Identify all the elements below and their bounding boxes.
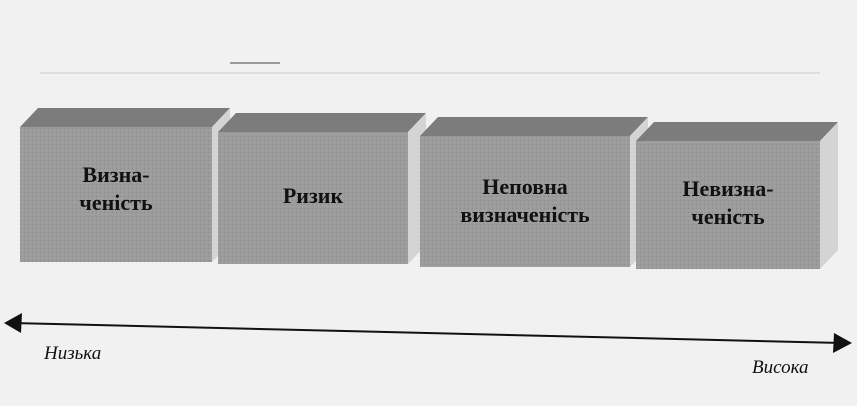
box-certainty-label: Визна- ченість bbox=[20, 161, 212, 217]
bleed-through-background bbox=[0, 0, 857, 80]
scale-arrow-left-head bbox=[4, 313, 22, 333]
box-certainty-top bbox=[20, 108, 230, 127]
box-risk-top bbox=[218, 113, 426, 132]
scale-arrow bbox=[4, 313, 852, 353]
box-partial-certainty-top bbox=[420, 117, 648, 136]
box-partial-certainty-front bbox=[420, 136, 630, 267]
box-certainty-front bbox=[20, 127, 212, 262]
box-partial-certainty-label-line1: Неповна bbox=[482, 174, 568, 199]
scale-arrow-right-head bbox=[833, 333, 852, 353]
box-uncertainty-side bbox=[820, 122, 838, 269]
box-uncertainty-front bbox=[636, 141, 820, 269]
box-uncertainty-top bbox=[636, 122, 838, 141]
scale-low-label: Низька bbox=[44, 343, 102, 364]
box-partial-certainty-label-line2: визначеність bbox=[460, 202, 590, 227]
box-certainty-label-line1: Визна- bbox=[82, 162, 150, 187]
box-partial-certainty-label: Неповна визначеність bbox=[420, 173, 630, 229]
box-uncertainty-label: Невизна- ченість bbox=[636, 175, 820, 231]
box-certainty-label-line2: ченість bbox=[79, 190, 153, 215]
box-risk-front bbox=[218, 132, 408, 264]
box-risk-label-line1: Ризик bbox=[282, 183, 344, 208]
box-certainty bbox=[20, 108, 230, 262]
box-risk-label: Ризик bbox=[218, 182, 408, 210]
box-uncertainty bbox=[636, 122, 838, 269]
box-uncertainty-label-line1: Невизна- bbox=[682, 176, 774, 201]
scale-high-label: Висока bbox=[752, 357, 809, 378]
box-uncertainty-label-line2: ченість bbox=[691, 204, 765, 229]
scale-arrow-line bbox=[11, 322, 843, 344]
